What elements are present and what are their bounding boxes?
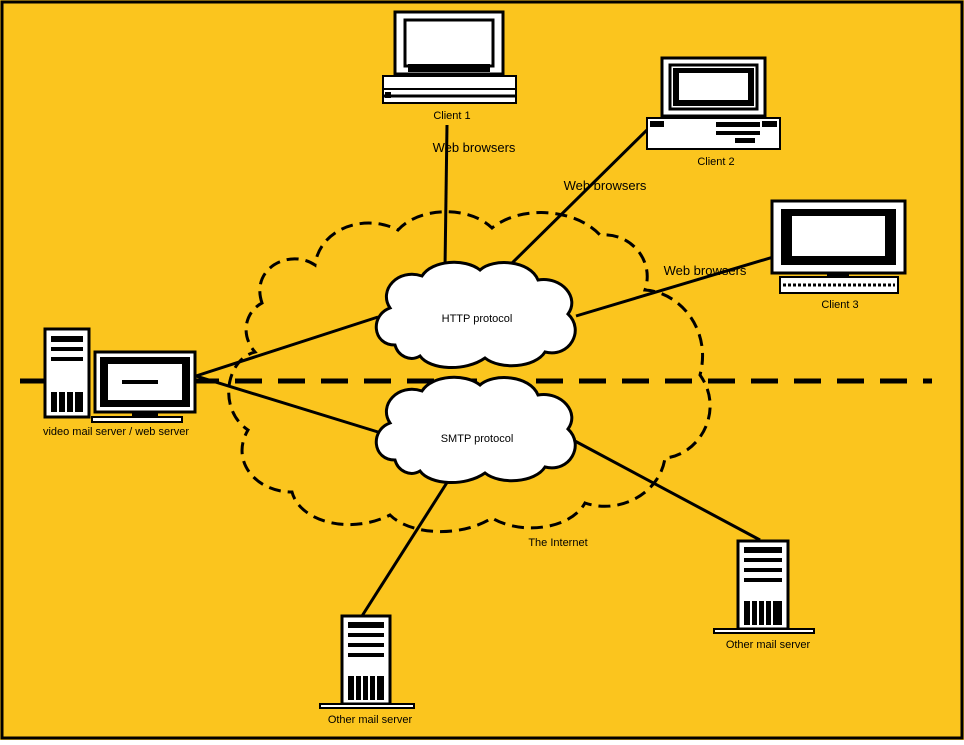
client1-http-link (443, 124, 449, 269)
client-1-browser-label: Web browsers (433, 140, 516, 155)
client-1: Client 1 Web browsers (382, 10, 517, 155)
smtp-othermail1-link (360, 469, 457, 617)
internet-label: The Internet (528, 537, 587, 549)
server-tower-icon (713, 539, 815, 634)
client3-http-link (575, 253, 781, 318)
desktop-computer-icon (770, 199, 907, 294)
desktop-computer-icon (646, 56, 781, 150)
client-2: Client 2 Web browsers (564, 56, 781, 193)
client-3-browser-label: Web browsers (664, 263, 747, 278)
smtp-protocol-cloud: SMTP protocol (374, 375, 577, 485)
server-http-link (195, 315, 379, 378)
smtp-protocol-label: SMTP protocol (441, 433, 514, 445)
client-3: Client 3 Web browsers (664, 199, 907, 311)
cloud-icon (374, 260, 577, 370)
connection-lines (195, 123, 781, 617)
other-mail-server-1-label: Other mail server (328, 714, 413, 726)
cloud-icon (374, 375, 577, 485)
client-2-browser-label: Web browsers (564, 178, 647, 193)
other-mail-server-2-label: Other mail server (726, 639, 811, 651)
smtp-othermail2-link (572, 438, 761, 542)
video-server-label: video mail server / web server (43, 426, 189, 438)
server-smtp-link (195, 374, 379, 434)
client-1-label: Client 1 (433, 110, 470, 122)
http-protocol-label: HTTP protocol (442, 313, 513, 325)
client2-http-link (503, 123, 654, 272)
client-2-label: Client 2 (697, 156, 734, 168)
video-mail-web-server: video mail server / web server (43, 327, 197, 438)
other-mail-server-2: Other mail server (713, 539, 815, 651)
http-protocol-cloud: HTTP protocol (374, 260, 577, 370)
other-mail-server-1: Other mail server (319, 614, 415, 726)
client-3-label: Client 3 (821, 299, 858, 311)
server-tower-icon (43, 327, 91, 419)
internet-cloud (227, 210, 712, 534)
server-tower-icon (319, 614, 415, 709)
monitor-icon (91, 350, 197, 423)
desktop-computer-icon (382, 10, 517, 104)
